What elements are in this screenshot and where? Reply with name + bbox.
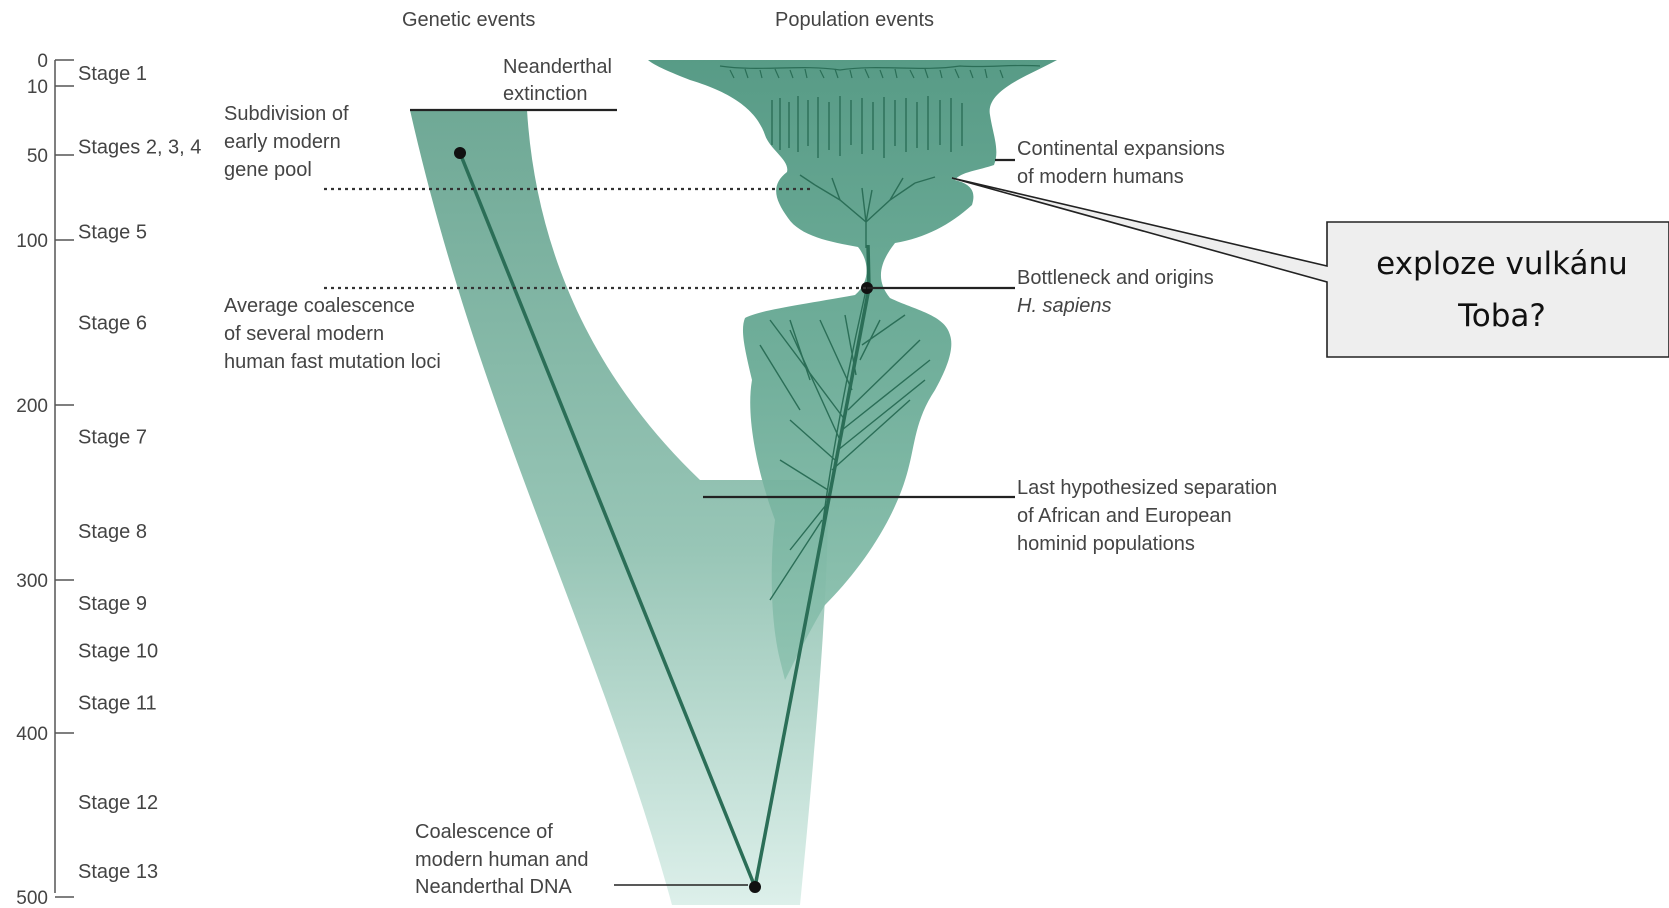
stage-label: Stage 11 [78,692,157,714]
axis-tick-label: 100 [16,231,48,252]
svg-text:of several modern: of several modern [224,323,384,345]
stage-label: Stage 13 [78,861,158,883]
svg-text:early modern: early modern [224,131,341,153]
svg-text:of African and European: of African and European [1017,505,1232,527]
svg-text:Neanderthal: Neanderthal [503,56,612,78]
svg-text:of modern humans: of modern humans [1017,166,1184,188]
stage-label: Stage 5 [78,222,147,244]
svg-text:Coalescence of: Coalescence of [415,821,553,843]
label-continental-expansions: Continental expansions of modern humans [1017,138,1225,188]
svg-text:Bottleneck and origins: Bottleneck and origins [1017,267,1214,289]
svg-text:extinction: extinction [503,83,588,105]
stage-label: Stage 12 [78,792,158,814]
axis-tick-label: 10 [27,77,48,98]
svg-text:Subdivision of: Subdivision of [224,103,349,125]
axis-tick-label: 50 [27,146,48,167]
svg-text:hominid populations: hominid populations [1017,533,1195,555]
stage-labels: Stage 1 Stages 2, 3, 4 Stage 5 Stage 6 Stage… [78,63,201,883]
svg-text:Continental expansions: Continental expansions [1017,138,1225,160]
callout-line-2: Toba? [1457,298,1546,334]
stage-label: Stage 6 [78,313,147,335]
svg-text:H. sapiens: H. sapiens [1017,295,1112,317]
svg-text:Neanderthal DNA: Neanderthal DNA [415,876,572,898]
axis-tick-label: 300 [16,571,48,592]
subdivision-point [454,147,466,159]
label-bottleneck: Bottleneck and origins H. sapiens [1017,267,1214,317]
population-events-header: Population events [775,9,934,31]
label-neanderthal-extinction: Neanderthal extinction [503,56,612,105]
genetic-events-header: Genetic events [402,9,535,31]
axis-tick-label: 200 [16,396,48,417]
axis-ticks: 0 10 50 100 200 300 400 500 [16,51,74,908]
stage-label: Stages 2, 3, 4 [78,136,201,158]
stage-label: Stage 10 [78,640,158,662]
axis-tick-label: 400 [16,724,48,745]
time-axis: 0 10 50 100 200 300 400 500 Stage 1 Stages 2, 3,… [16,51,201,908]
svg-text:human fast mutation loci: human fast mutation loci [224,351,441,373]
svg-text:Last hypothesized separation: Last hypothesized separation [1017,477,1277,499]
label-subdivision: Subdivision of early modern gene pool [224,103,349,181]
axis-tick-label: 500 [16,888,48,908]
stage-label: Stage 1 [78,63,147,85]
stage-label: Stage 8 [78,521,147,543]
svg-text:gene pool: gene pool [224,159,312,181]
stage-label: Stage 9 [78,593,147,615]
callout-line-1: exploze vulkánu [1376,246,1628,282]
coalescence-point [749,881,761,893]
label-average-coalescence: Average coalescence of several modern hu… [224,295,441,373]
axis-tick-label: 0 [37,51,48,72]
genetic-lineage-envelope [410,110,832,905]
stage-label: Stage 7 [78,427,147,449]
label-separation: Last hypothesized separation of African … [1017,477,1277,555]
label-coalescence-neanderthal: Coalescence of modern human and Neandert… [415,821,588,898]
svg-text:modern human and: modern human and [415,849,588,871]
svg-text:Average coalescence: Average coalescence [224,295,415,317]
